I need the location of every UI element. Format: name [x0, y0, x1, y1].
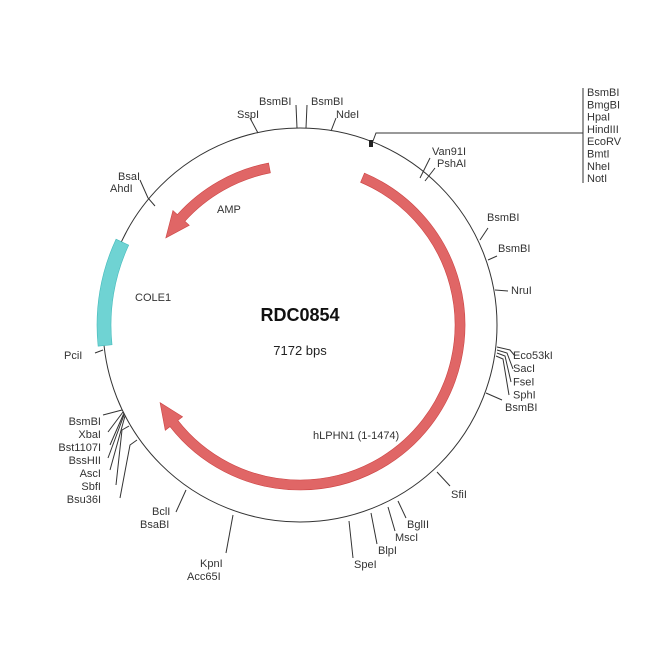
site-label: BsmBI — [498, 243, 530, 255]
feature-label-amp: AMP — [217, 204, 241, 216]
site-label: MscI — [395, 532, 418, 544]
site-label: Bst1107I — [58, 442, 101, 454]
site-label: BsmBI — [487, 212, 519, 224]
site-label: BsaBI — [140, 519, 169, 531]
site-label: Van91I — [432, 146, 466, 158]
site-label: BsmBI — [311, 96, 343, 108]
site-label: SfiI — [451, 489, 467, 501]
site-label: BlpI — [378, 545, 397, 557]
site-label: SbfI — [81, 481, 101, 493]
plasmid-name: RDC0854 — [260, 305, 339, 325]
site-label: XbaI — [78, 429, 101, 441]
site-label: KpnI — [200, 558, 223, 570]
site-label: BsmBI — [69, 416, 101, 428]
site-label: PshAI — [437, 158, 466, 170]
feature-arc-hlphn1[interactable] — [159, 172, 466, 491]
site-label: AscI — [80, 468, 101, 480]
site-label: NheI — [587, 161, 610, 173]
feature-label-cole1: COLE1 — [135, 292, 171, 304]
feature-label-hlphn1: hLPHN1 (1-1474) — [313, 430, 399, 442]
site-label: NotI — [587, 173, 607, 185]
site-label: NdeI — [336, 109, 359, 121]
site-label: BmgBI — [587, 99, 620, 111]
site-label: BsmBI — [259, 96, 291, 108]
site-label: SspI — [237, 109, 259, 121]
site-label: BsmBI — [505, 402, 537, 414]
site-label: AhdI — [110, 183, 133, 195]
site-label: SphI — [513, 390, 536, 402]
site-label: BmtI — [587, 149, 610, 161]
feature-arc-cole1[interactable] — [96, 238, 130, 347]
plasmid-size: 7172 bps — [273, 343, 327, 358]
site-label: Eco53kI — [513, 350, 553, 362]
site-ticks — [94, 88, 584, 559]
site-label: BclI — [152, 506, 170, 518]
site-label: SacI — [513, 363, 535, 375]
site-label: EcoRV — [587, 136, 622, 148]
site-label: FseI — [513, 376, 534, 388]
site-label: SpeI — [354, 559, 377, 571]
site-label: HindIII — [587, 124, 619, 136]
site-label: HpaI — [587, 112, 610, 124]
site-label: Bsu36I — [67, 494, 101, 506]
backbone-circle — [102, 127, 498, 523]
site-label: BsaI — [118, 171, 140, 183]
site-label: NruI — [511, 285, 532, 297]
feature-arc-amp[interactable] — [165, 162, 271, 239]
site-label: BsmBI — [587, 87, 619, 99]
site-label: Acc65I — [187, 571, 221, 583]
site-label: PciI — [64, 350, 82, 362]
site-label: BssHII — [69, 455, 101, 467]
site-label: BglII — [407, 519, 429, 531]
